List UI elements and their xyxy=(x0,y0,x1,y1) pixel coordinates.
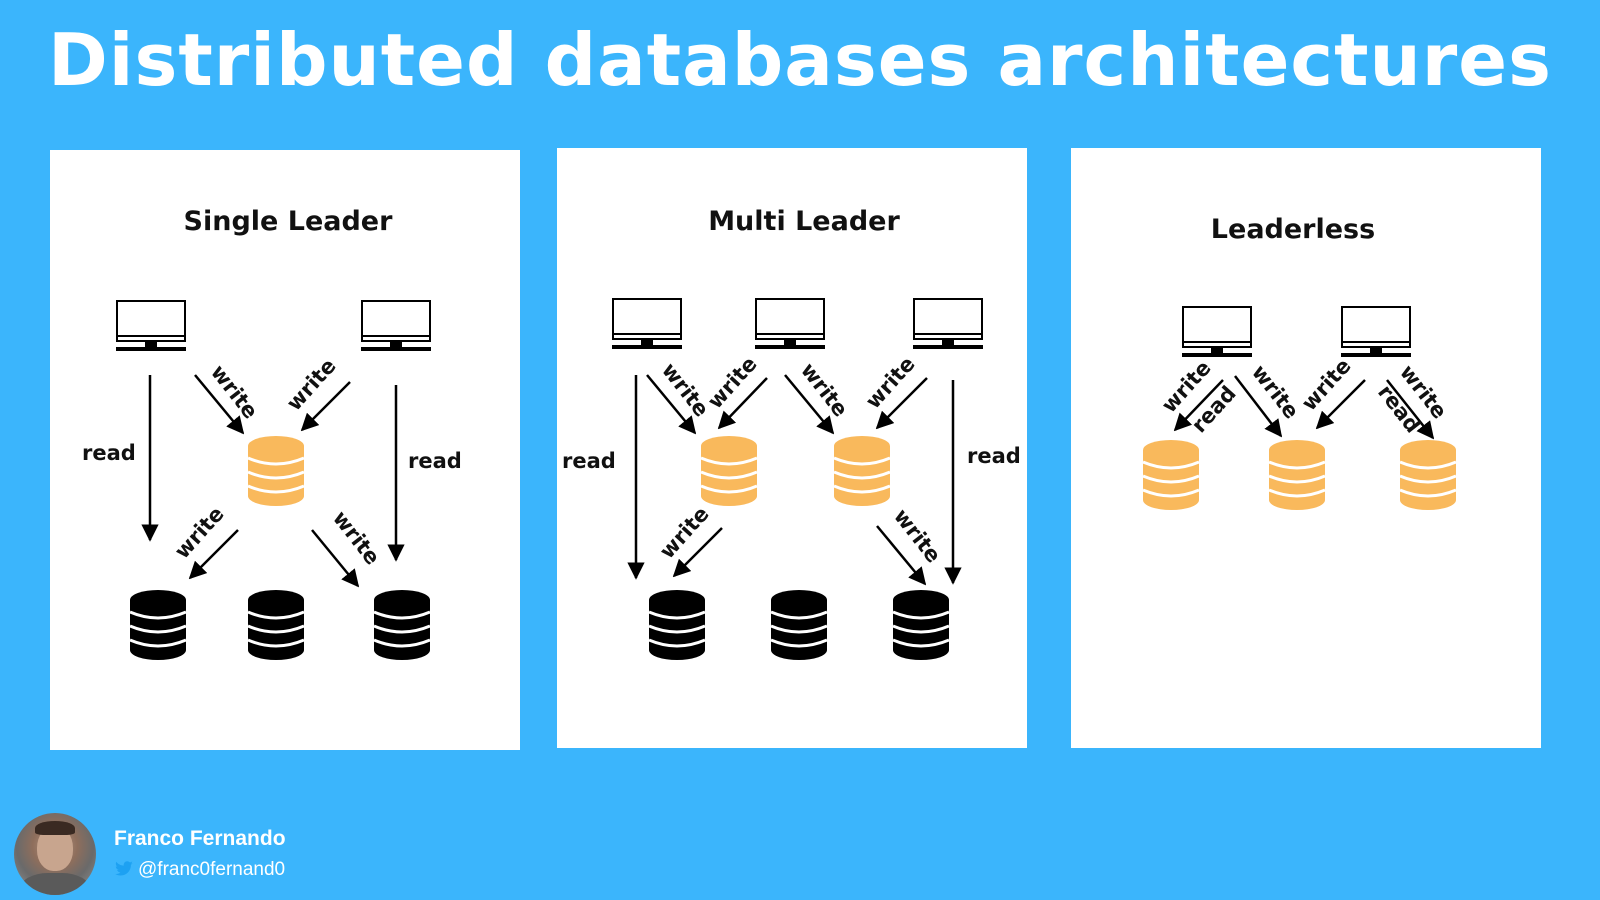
follower-database-icon xyxy=(892,590,950,660)
author-handle[interactable]: @franc0fernand0 xyxy=(114,859,285,881)
write-label: write xyxy=(655,502,714,564)
author-name: Franco Fernando xyxy=(114,827,286,850)
panel-title: Single Leader xyxy=(184,206,394,237)
author-handle-text: @franc0fernand0 xyxy=(138,859,286,880)
leaderless-diagram: Leaderless write read write write read w… xyxy=(1142,214,1457,510)
follower-database-icon xyxy=(373,590,431,660)
client-monitor-icon xyxy=(912,298,984,350)
follower-database-icon xyxy=(247,590,305,660)
panel-title: Multi Leader xyxy=(708,206,900,237)
write-arrow xyxy=(194,374,245,435)
node-database-icon xyxy=(1142,440,1200,510)
follower-database-icon xyxy=(129,590,187,660)
write-arrow xyxy=(875,377,928,430)
write-label: write xyxy=(889,504,946,567)
client-monitor-icon xyxy=(360,300,432,352)
read-label: read xyxy=(82,441,136,465)
write-arrow xyxy=(188,529,239,580)
panel-leaderless: Leaderless write read write write read w… xyxy=(1071,148,1541,748)
write-arrow xyxy=(784,374,835,435)
twitter-icon xyxy=(115,861,133,876)
node-database-icon xyxy=(1399,440,1457,510)
avatar xyxy=(14,813,96,895)
panel-single-leader: Single Leader read xyxy=(50,150,520,750)
write-label: write xyxy=(170,502,229,564)
write-arrow xyxy=(300,381,351,432)
single-leader-diagram: Single Leader read xyxy=(82,206,462,660)
read-label: read xyxy=(408,449,462,473)
leader-database-icon xyxy=(700,436,758,506)
client-monitor-icon xyxy=(115,300,187,352)
node-database-icon xyxy=(1268,440,1326,510)
follower-database-icon xyxy=(770,590,828,660)
read-label: read xyxy=(967,444,1021,468)
client-monitor-icon xyxy=(1181,306,1253,358)
write-arrow xyxy=(1173,379,1224,432)
follower-database-icon xyxy=(648,590,706,660)
leader-database-icon xyxy=(247,436,305,506)
write-arrow xyxy=(1386,379,1435,440)
write-label: write xyxy=(282,354,341,416)
write-arrow xyxy=(311,529,360,588)
write-arrow xyxy=(717,377,768,430)
write-arrow xyxy=(876,525,927,586)
panel-title: Leaderless xyxy=(1211,214,1375,245)
write-label: write xyxy=(861,352,920,414)
multi-leader-diagram: Multi Leader rea xyxy=(562,206,1021,660)
write-label: write xyxy=(703,352,762,414)
client-monitor-icon xyxy=(611,298,683,350)
leader-database-icon xyxy=(833,436,891,506)
read-label: read xyxy=(562,449,616,473)
write-arrow xyxy=(1234,375,1283,438)
author-card: Franco Fernando @franc0fernand0 xyxy=(14,813,614,898)
write-label: write xyxy=(796,358,853,421)
write-arrow xyxy=(672,527,723,578)
write-label: write xyxy=(1297,354,1356,416)
client-monitor-icon xyxy=(1340,306,1412,358)
write-label: write xyxy=(206,360,263,423)
panel-multi-leader: Multi Leader rea xyxy=(557,148,1027,748)
write-label: write xyxy=(657,358,714,421)
write-arrow xyxy=(1315,379,1366,430)
page-title: Distributed databases architectures xyxy=(48,18,1552,102)
client-monitor-icon xyxy=(754,298,826,350)
write-label: write xyxy=(1247,360,1304,423)
write-arrow xyxy=(646,374,697,435)
